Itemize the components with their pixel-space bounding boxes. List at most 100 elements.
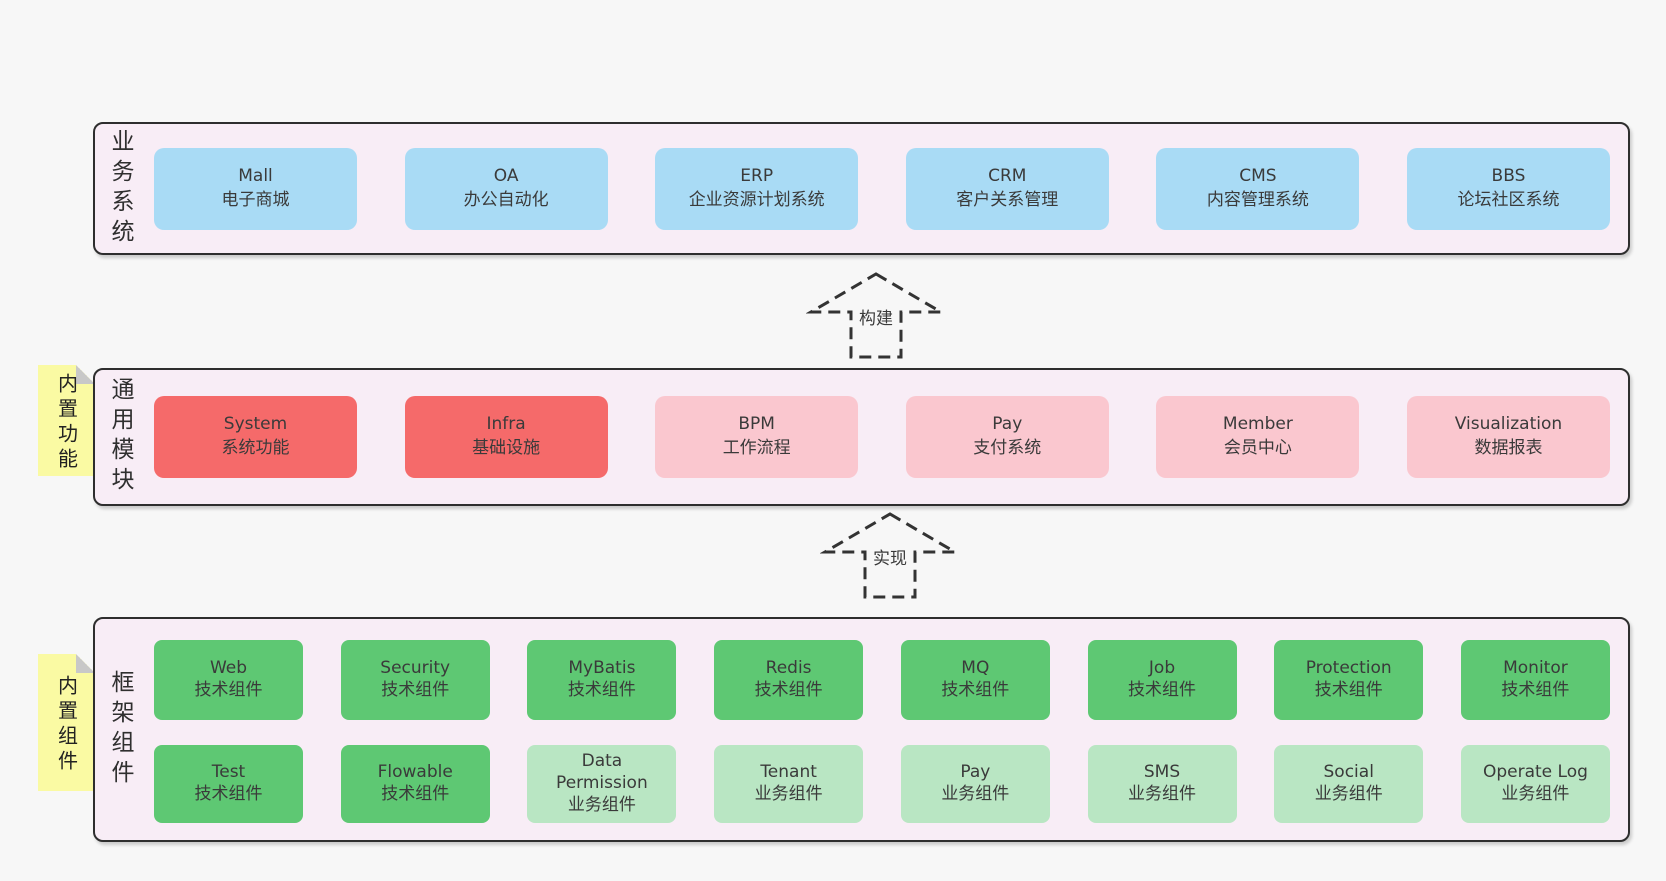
box-subtitle: 办公自动化 <box>463 189 549 210</box>
band-label-business-systems: 业务系统 <box>107 128 133 249</box>
box-subtitle: 技术组件 <box>1128 680 1197 700</box>
box-title: Pay <box>992 414 1023 435</box>
box-subtitle: 内容管理系统 <box>1206 189 1309 210</box>
component-box-crm: CRM 客户关系管理 <box>905 147 1109 230</box>
box-title: CMS <box>1239 165 1277 186</box>
sticky-note-built-in-functions: 内置功能 <box>38 365 95 476</box>
box-title: Visualization <box>1454 414 1563 435</box>
box-title: CRM <box>988 165 1027 186</box>
band-label-framework-components: 框架组件 <box>107 669 133 790</box>
component-box-bpm: BPM 工作流程 <box>655 396 859 478</box>
box-subtitle: 技术组件 <box>1314 680 1383 700</box>
box-title: Test <box>211 762 246 783</box>
component-box-member: Member 会员中心 <box>1156 396 1360 478</box>
box-title: BBS <box>1491 165 1526 186</box>
box-subtitle: 技术组件 <box>941 680 1010 700</box>
box-title: BPM <box>738 414 775 435</box>
implement-arrow: 实现 <box>820 510 960 602</box>
component-box-mall: Mall 电子商城 <box>154 147 357 230</box>
box-title: System <box>223 414 288 435</box>
box-title: Flowable <box>377 762 453 783</box>
band-label-common-modules: 通用模块 <box>107 377 133 497</box>
sticky-note-label: 内置组件 <box>54 675 79 776</box>
box-subtitle: 基础设施 <box>472 438 541 458</box>
component-box-visualization: Visualization 数据报表 <box>1406 396 1610 478</box>
component-box-bbs: BBS 论坛社区系统 <box>1406 147 1610 230</box>
box-title: OA <box>493 165 519 186</box>
box-title: Protection <box>1305 658 1392 679</box>
box-subtitle: 技术组件 <box>381 784 450 804</box>
box-title: Member <box>1222 414 1293 435</box>
box-subtitle: 电子商城 <box>221 189 290 210</box>
box-subtitle: 技术组件 <box>381 680 450 700</box>
build-arrow: 构建 <box>806 270 946 362</box>
box-subtitle: 技术组件 <box>194 680 263 700</box>
box-title: MQ <box>961 658 990 679</box>
box-title: Social <box>1323 762 1374 783</box>
box-title: Tenant <box>760 762 817 783</box>
arrow-label: 构建 <box>854 303 898 330</box>
box-subtitle: 业务组件 <box>567 794 636 815</box>
component-box-pay: Pay 支付系统 <box>905 396 1109 478</box>
box-title: Infra <box>486 414 526 435</box>
component-box-system: System 系统功能 <box>154 396 357 478</box>
box-subtitle: 业务组件 <box>1314 784 1383 804</box>
box-title: SMS <box>1143 762 1181 783</box>
box-subtitle: 业务组件 <box>1501 784 1570 804</box>
box-subtitle: 业务组件 <box>1128 784 1197 804</box>
dashed-up-arrow-icon <box>820 512 960 599</box>
arrow-label: 实现 <box>868 543 912 570</box>
band-common-modules: 通用模块 System 系统功能 Infra 基础设施 BPM 工作流程 Pay 支付系统 Me… <box>93 368 1630 506</box>
box-subtitle: 数据报表 <box>1474 438 1543 458</box>
box-subtitle: 技术组件 <box>194 784 263 804</box>
box-title: Operate Log <box>1482 762 1588 783</box>
component-box-oa: OA 办公自动化 <box>404 147 608 230</box>
box-title: Web <box>209 658 248 679</box>
box-title: Job <box>1148 658 1176 679</box>
common-modules-row: System 系统功能 Infra 基础设施 BPM 工作流程 Pay 支付系统 Member 会… <box>154 370 1610 504</box>
box-title: ERP <box>740 165 774 186</box>
box-title: Mall <box>238 165 273 186</box>
component-box-cms: CMS 内容管理系统 <box>1156 147 1360 230</box>
box-subtitle: 论坛社区系统 <box>1457 189 1560 210</box>
box-subtitle: 系统功能 <box>221 438 290 458</box>
box-subtitle: 工作流程 <box>722 438 791 458</box>
box-title: Data Permission <box>556 751 648 794</box>
box-title: Security <box>380 658 451 679</box>
box-title: Pay <box>960 762 991 783</box>
sticky-note-built-in-components: 内置组件 <box>38 654 95 791</box>
box-subtitle: 技术组件 <box>567 680 636 700</box>
box-subtitle: 技术组件 <box>1501 680 1570 700</box>
box-subtitle: 业务组件 <box>754 784 823 804</box>
dashed-up-arrow-icon <box>806 272 946 359</box>
box-subtitle: 客户关系管理 <box>956 189 1059 210</box>
box-subtitle: 会员中心 <box>1223 438 1292 458</box>
box-subtitle: 支付系统 <box>973 438 1042 458</box>
component-box-infra: Infra 基础设施 <box>404 396 608 478</box>
sticky-note-label: 内置功能 <box>54 372 79 473</box>
box-title: Redis <box>765 658 812 679</box>
box-title: MyBatis <box>568 658 636 679</box>
box-subtitle: 业务组件 <box>941 784 1010 804</box>
